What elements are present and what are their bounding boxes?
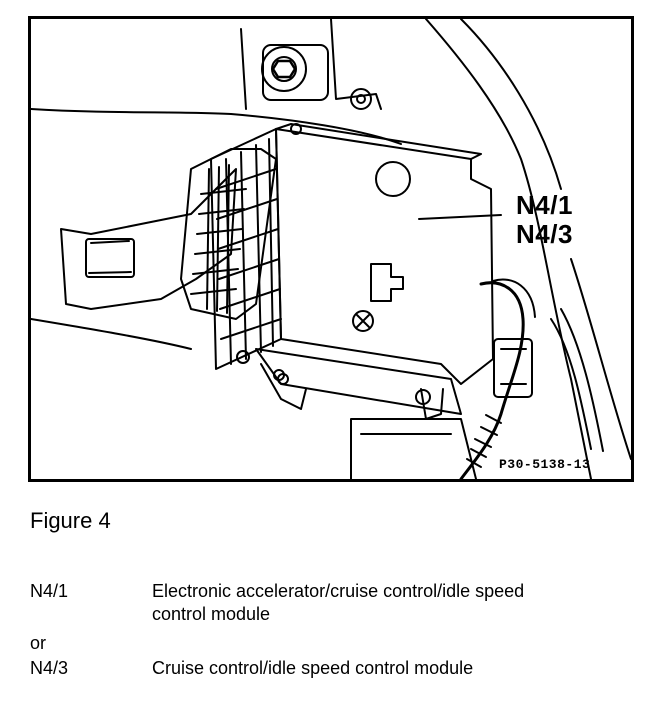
body-panel-line: [570, 258, 631, 460]
module-housing: [275, 128, 494, 385]
left-bracket: [60, 168, 237, 310]
module-socket: [370, 263, 404, 302]
legend-description-line: Cruise control/idle speed control module: [152, 658, 474, 678]
control-module-drawing: [31, 19, 631, 479]
callout-label-n4-3: N4/3: [516, 219, 573, 249]
body-panel-line: [31, 108, 402, 145]
wire-connector: [493, 338, 533, 398]
body-panel-line: [425, 19, 592, 479]
module-screw: [290, 123, 302, 135]
legend-code: N4/1: [30, 581, 69, 601]
body-panel-line: [460, 19, 562, 190]
legend-code: N4/3: [30, 658, 69, 678]
body-panel-line: [31, 318, 192, 350]
legend: N4/1 Electronic accelerator/cruise contr…: [30, 580, 650, 680]
legend-description-line: control module: [152, 604, 271, 624]
module-center-screw: [352, 310, 374, 332]
legend-description-line: Electronic accelerator/cruise control/id…: [152, 581, 525, 601]
legend-separator: or: [30, 633, 47, 653]
module-cap: [375, 161, 411, 197]
module-top-edge: [275, 123, 482, 160]
figure-reference-code: P30-5138-13: [499, 457, 591, 472]
mounting-rail: [255, 348, 462, 415]
callout-leader: [418, 214, 502, 220]
body-panel-line: [240, 28, 247, 110]
legend-description: Cruise control/idle speed control module: [152, 657, 650, 680]
body-panel-line: [330, 19, 382, 110]
callout-label-n4-1: N4/1: [516, 190, 573, 220]
bolt-hex: [271, 59, 297, 79]
bracket-hole: [350, 88, 372, 110]
lower-housing: [350, 418, 477, 479]
bolt-head: [261, 46, 307, 92]
bracket-cutout: [85, 238, 135, 278]
legend-item: N4/3 Cruise control/idle speed control m…: [30, 657, 650, 680]
figure-caption: Figure 4: [30, 508, 111, 533]
wire-harness: [459, 281, 525, 479]
legend-description: Electronic accelerator/cruise control/id…: [152, 580, 650, 626]
module-screw: [236, 350, 250, 364]
legend-item: N4/1 Electronic accelerator/cruise contr…: [30, 580, 650, 626]
module-side: [210, 128, 282, 370]
figure-illustration: N4/1 N4/3 P30-5138-13: [28, 16, 634, 482]
